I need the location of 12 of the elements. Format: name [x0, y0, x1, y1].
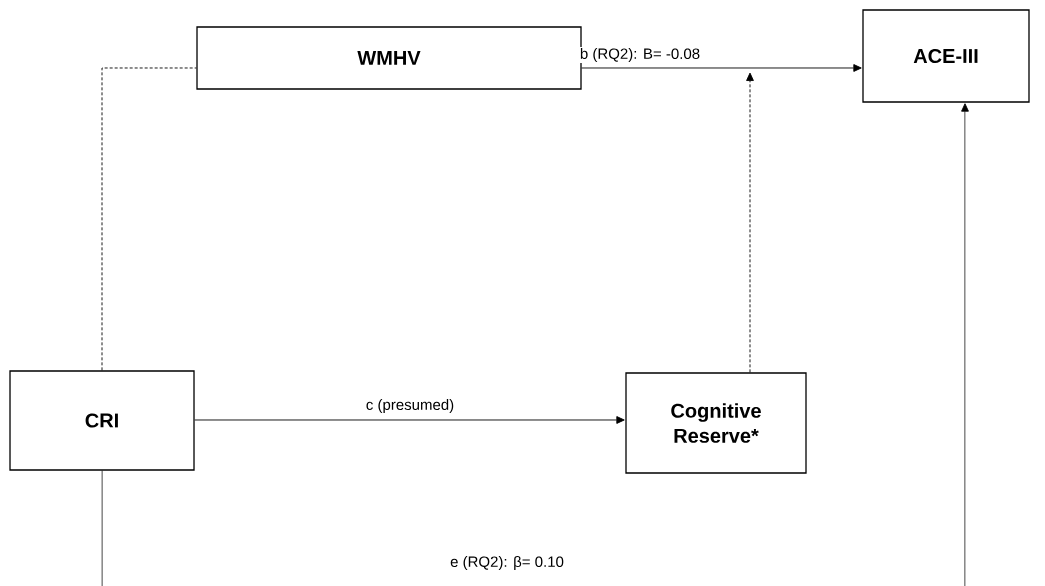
- edge-label: e (RQ2): β= 0.10: [449, 555, 565, 571]
- connector-line: [101, 67, 197, 371]
- variable-box: CRI: [9, 370, 195, 471]
- edge-label: c (presumed): [364, 398, 456, 414]
- arrow: [746, 72, 754, 373]
- arrow: [101, 103, 969, 586]
- variable-box: WMHV: [196, 26, 582, 90]
- arrow: [194, 416, 625, 424]
- variable-box: ACE-III: [862, 9, 1030, 103]
- arrow: [581, 64, 862, 72]
- edge-label: b (RQ2): B= -0.08: [578, 47, 702, 63]
- variable-box: Cognitive Reserve*: [625, 372, 807, 474]
